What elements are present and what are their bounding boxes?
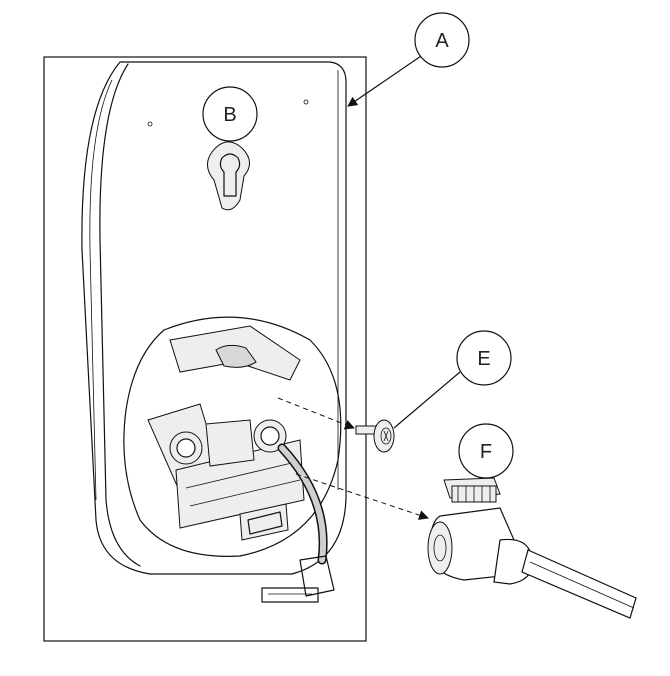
lock-cylinder-icon xyxy=(427,477,637,619)
cam-bosses xyxy=(169,419,287,467)
callout-b-label: B xyxy=(223,104,236,126)
callout-f: F xyxy=(458,423,514,479)
callout-e-label: E xyxy=(477,348,490,370)
leader-e xyxy=(393,371,461,429)
dashed-path-screw xyxy=(277,397,355,430)
keyhole-slot-icon xyxy=(207,141,250,211)
callout-a-label: A xyxy=(435,30,449,52)
callout-a: A xyxy=(414,12,470,68)
figure-frame xyxy=(43,56,367,642)
callout-e: E xyxy=(456,330,512,386)
screw-icon xyxy=(355,419,395,453)
callout-f-label: F xyxy=(480,441,492,463)
cylinder-opening xyxy=(123,316,342,557)
wire-harness-icon xyxy=(261,443,335,603)
callout-b: B xyxy=(202,86,258,142)
leader-a xyxy=(347,53,425,107)
